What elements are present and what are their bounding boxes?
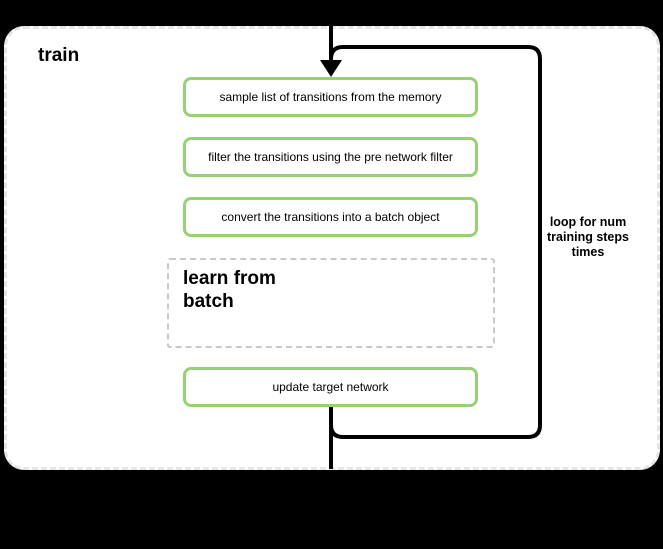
step-sample-transitions-label: sample list of transitions from the memo… [219,90,442,104]
subprocess-learn-from-batch-label: learn from batch [183,268,276,312]
step-update-target-network-label: update target network [272,380,389,394]
step-sample-transitions: sample list of transitions from the memo… [183,77,478,117]
step-filter-transitions: filter the transitions using the pre net… [183,137,478,177]
loop-annotation: loop for num training steps times [547,215,629,259]
step-convert-to-batch-label: convert the transitions into a batch obj… [221,210,440,224]
step-update-target-network: update target network [183,367,478,407]
step-filter-transitions-label: filter the transitions using the pre net… [208,150,453,164]
container-title: train [38,45,80,66]
subprocess-learn-from-batch: learn from batch [167,258,495,348]
step-convert-to-batch: convert the transitions into a batch obj… [183,197,478,237]
